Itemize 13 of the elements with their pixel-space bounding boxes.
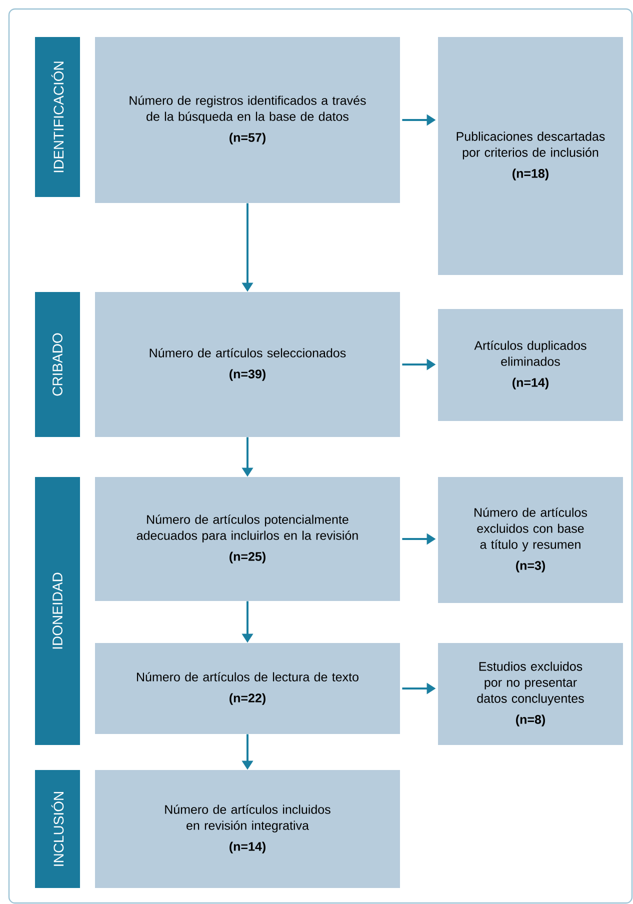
stage-band: IDONEIDAD bbox=[35, 477, 80, 745]
stage-band: IDENTIFICACIÓN bbox=[35, 37, 80, 197]
process-box: Publicaciones descartadas por criterios de inclusión (n=18) bbox=[438, 37, 623, 275]
process-box: Número de artículos seleccionados (n=39) bbox=[95, 292, 400, 437]
process-box: Número de artículos excluidos con base a título y resumen (n=3) bbox=[438, 477, 623, 603]
process-box: Número de registros identificados a través de la búsqueda en la base de datos (n=57) bbox=[95, 37, 400, 203]
process-box: Número de artículos incluidos en revisión integrativa (n=14) bbox=[95, 770, 400, 888]
stage-band: INCLUSIÓN bbox=[35, 770, 80, 888]
process-box: Número de artículos potencialmente adecuados para incluirlos en la revisión (n=25) bbox=[95, 477, 400, 601]
process-box: Estudios excluidos por no presentar datos concluyentes (n=8) bbox=[438, 643, 623, 745]
stage-band: CRIBADO bbox=[35, 292, 80, 437]
process-box: Artículos duplicados eliminados (n=14) bbox=[438, 309, 623, 421]
process-box: Número de artículos de lectura de texto (n=22) bbox=[95, 643, 400, 734]
